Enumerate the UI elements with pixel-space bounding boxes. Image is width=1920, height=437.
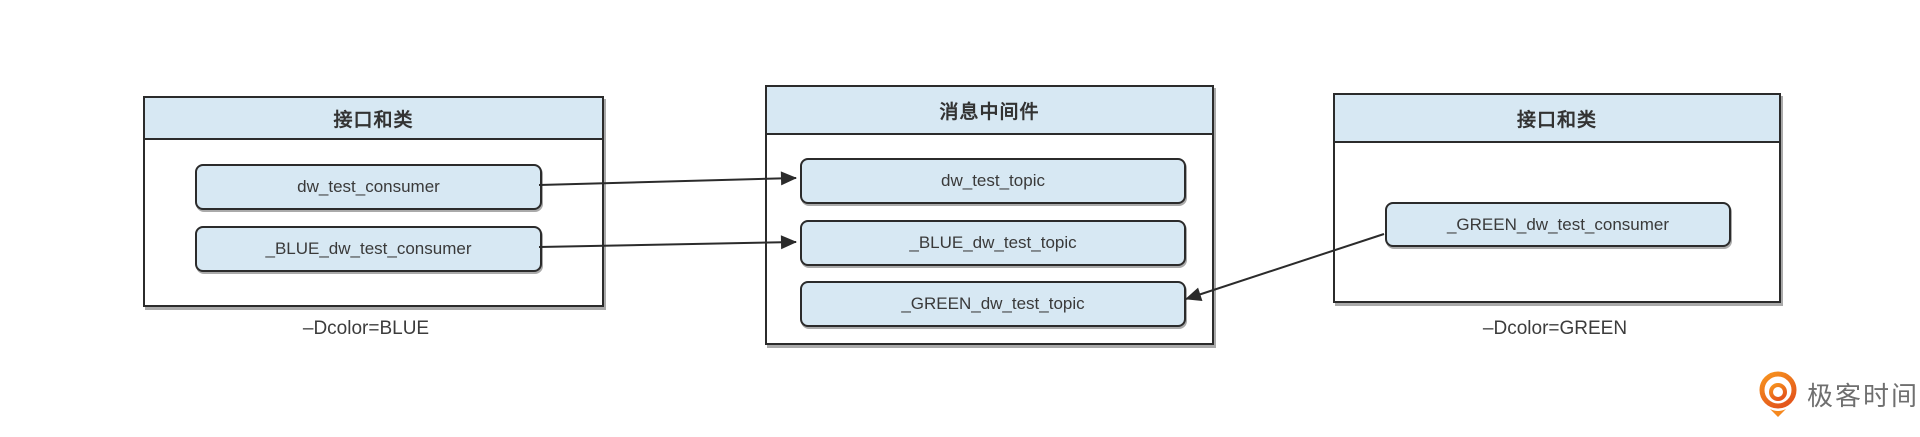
node-label: _BLUE_dw_test_topic (909, 233, 1077, 252)
group-header: 接口和类 (145, 98, 602, 140)
node-green-dw-test-consumer: _GREEN_dw_test_consumer (1385, 202, 1731, 247)
group-middleware: 消息中间件 dw_test_topic _BLUE_dw_test_topic … (765, 85, 1214, 345)
node-label: _GREEN_dw_test_consumer (1446, 214, 1670, 234)
group-header: 消息中间件 (767, 87, 1212, 135)
caption-dcolor-blue: –Dcolor=BLUE (302, 318, 430, 339)
node-label: _GREEN_dw_test_topic (901, 294, 1085, 313)
node-dw-test-consumer: dw_test_consumer (195, 164, 542, 210)
group-header: 接口和类 (1335, 95, 1779, 143)
group-title: 接口和类 (1516, 109, 1597, 131)
node-dw-test-topic: dw_test_topic (800, 158, 1186, 204)
caption-dcolor-green: –Dcolor=GREEN (1482, 318, 1628, 339)
group-title: 接口和类 (333, 109, 414, 131)
node-blue-dw-test-topic: _BLUE_dw_test_topic (800, 220, 1186, 266)
node-label: dw_test_topic (941, 171, 1045, 190)
group-title: 消息中间件 (939, 101, 1040, 123)
geektime-logo-text: 极客时间 (1807, 380, 1920, 411)
group-interfaces-green: 接口和类 _GREEN_dw_test_consumer (1333, 93, 1781, 303)
node-label: _BLUE_dw_test_consumer (265, 239, 472, 258)
geektime-logo-icon (1759, 371, 1797, 417)
node-blue-dw-test-consumer: _BLUE_dw_test_consumer (195, 226, 542, 272)
geektime-logo: 极客时间 (1756, 370, 1919, 418)
node-green-dw-test-topic: _GREEN_dw_test_topic (800, 281, 1186, 327)
node-label: dw_test_consumer (297, 177, 440, 196)
group-interfaces-blue: 接口和类 dw_test_consumer _BLUE_dw_test_cons… (143, 96, 604, 307)
